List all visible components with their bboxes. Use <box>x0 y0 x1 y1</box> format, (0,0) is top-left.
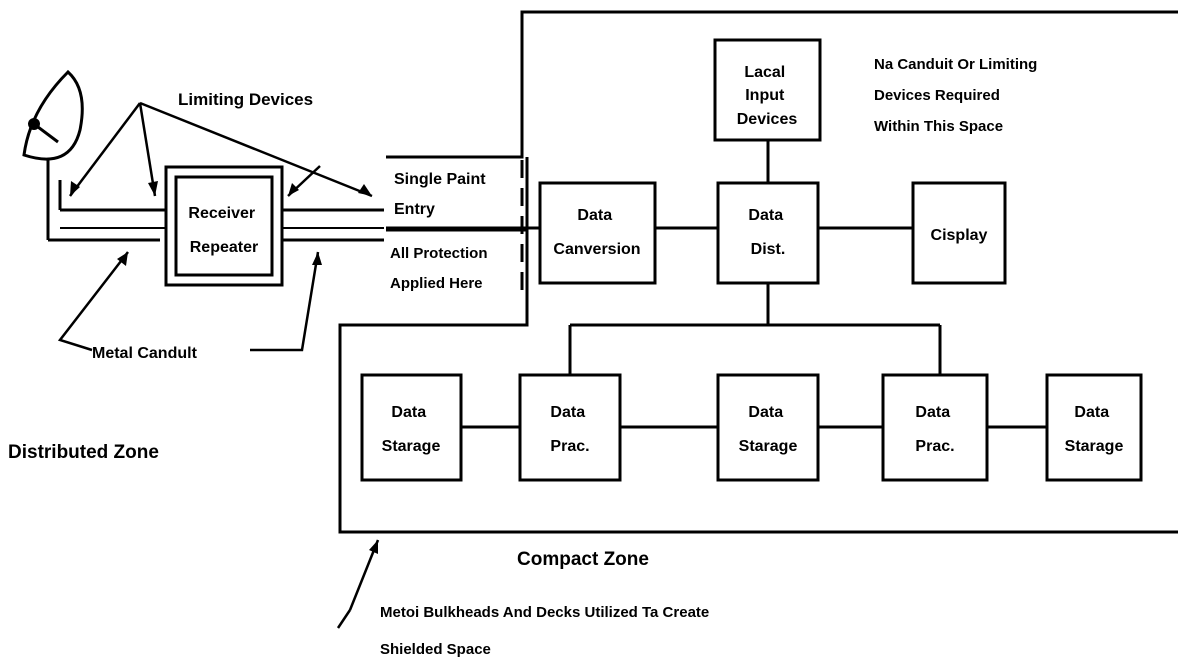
display-label: Cisplay <box>931 227 988 244</box>
bulkhead-arrow <box>336 539 380 629</box>
compact-zone-label: Compact Zone <box>517 549 649 570</box>
no-conduit-note: Na Canduit Or Limiting Devices Required … <box>874 56 1042 135</box>
data-storage-label-3: Data Starage <box>1065 404 1124 455</box>
distributed-zone-label: Distributed Zone <box>8 442 159 463</box>
data-proc-block-1 <box>518 373 622 482</box>
single-point-entry-label: Single Paint Entry <box>394 171 490 218</box>
receiver-label: Receiver Repeater <box>188 205 259 256</box>
metal-conduit <box>58 180 384 242</box>
data-dist-block <box>716 181 820 285</box>
bulkheads-note: Metoi Bulkheads And Decks Utilized Ta Cr… <box>380 604 713 657</box>
connections <box>386 140 1047 429</box>
conduit-arrows <box>57 251 320 352</box>
data-storage-block-1 <box>360 373 463 482</box>
data-dist-label: Data Dist. <box>748 207 787 258</box>
antenna-icon <box>22 69 160 242</box>
limiting-device-arrows <box>69 101 373 198</box>
data-conversion-block <box>538 181 657 285</box>
data-storage-block-2 <box>716 373 820 482</box>
local-input-label: Lacal Input Devices <box>737 64 798 128</box>
data-storage-label-2: Data Starage <box>739 404 798 455</box>
data-proc-label-2: Data Prac. <box>915 404 954 455</box>
display-block <box>911 181 1007 285</box>
local-input-block <box>713 38 822 142</box>
compact-zone-boundary <box>338 10 1178 534</box>
data-conversion-label: Data Canversion <box>553 207 640 258</box>
all-protection-label: All Protection Applied Here <box>390 245 492 292</box>
metal-conduit-label: Metal Candult <box>92 345 198 362</box>
limiting-devices-label: Limiting Devices <box>178 90 313 109</box>
data-storage-block-3 <box>1045 373 1143 482</box>
data-proc-block-2 <box>881 373 989 482</box>
receiver-enclosure-inner <box>174 175 274 277</box>
data-proc-label-1: Data Prac. <box>550 404 589 455</box>
data-storage-label-1: Data Starage <box>382 404 441 455</box>
